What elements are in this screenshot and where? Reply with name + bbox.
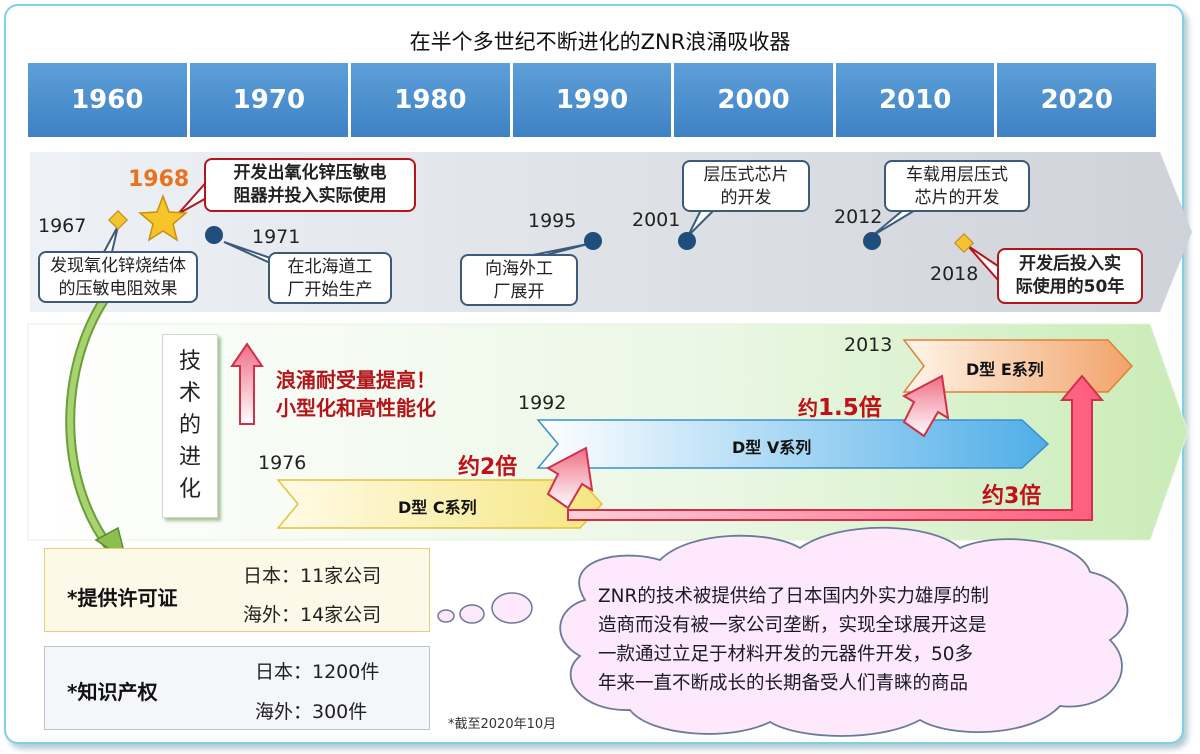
factor-3x: 约3倍 <box>982 484 1042 509</box>
dot-1971 <box>205 226 223 244</box>
date-note: *截至2020年10月 <box>448 717 557 732</box>
headline-up-arrow <box>230 342 264 425</box>
evolution-headline: 浪涌耐受量提高！ 小型化和高性能化 <box>276 368 436 420</box>
up-arrow-2x <box>545 446 594 510</box>
year-1971: 1971 <box>252 226 301 248</box>
callout-2012: 车载用层压式 芯片的开发 <box>884 160 1030 212</box>
ip-label: *知识产权 <box>67 680 158 704</box>
factor-1-5x: 约1.5倍 <box>798 395 882 421</box>
decade-1980: 1980 <box>351 63 510 137</box>
ip-japan: 日本：1200件 <box>255 661 380 683</box>
ip-box: *知识产权 日本：1200件 海外：300件 <box>44 646 430 730</box>
callout-2001: 层压式芯片 的开发 <box>682 160 810 212</box>
up-arrow-3x <box>567 374 1105 521</box>
decade-header: 1960 1970 1980 1990 2000 2010 2020 <box>28 63 1157 137</box>
callout-1995: 向海外工 厂展开 <box>460 254 578 306</box>
thought-bubble-large <box>491 592 533 624</box>
callout-1968: 开发出氧化锌压敏电 阻器并投入实际使用 <box>204 158 416 212</box>
decade-1960: 1960 <box>28 63 187 137</box>
series-e-label: D型 E系列 <box>966 360 1044 379</box>
star-icon <box>138 193 188 242</box>
decade-2010: 2010 <box>835 63 995 137</box>
decade-2000: 2000 <box>674 63 833 137</box>
dot-2001 <box>678 232 696 250</box>
callout-2018: 开发后投入实 际使用的50年 <box>997 248 1143 304</box>
year-1976: 1976 <box>258 452 307 474</box>
year-1967: 1967 <box>38 215 87 237</box>
dot-2012 <box>863 232 881 250</box>
decade-1990: 1990 <box>512 63 672 137</box>
tech-evolution-label: 技 术 的 进 化 <box>162 334 218 518</box>
license-label: *提供许可证 <box>67 586 178 610</box>
license-japan: 日本：11家公司 <box>243 565 382 587</box>
callout-1967: 发现氧化锌烧结体 的压敏电阻效果 <box>38 251 198 303</box>
thought-bubble-small <box>437 609 455 623</box>
decade-2020: 2020 <box>997 63 1157 137</box>
year-1968: 1968 <box>128 167 190 192</box>
year-2013: 2013 <box>844 334 893 356</box>
up-arrow-1-5x <box>901 374 950 438</box>
license-overseas: 海外：14家公司 <box>243 604 382 626</box>
cloud-text: ZNR的技术被提供给了日本国内外实力雄厚的制 造商而没有被一家公司垄断，实现全球… <box>598 586 989 694</box>
year-1992: 1992 <box>518 392 567 414</box>
year-2012: 2012 <box>834 206 883 228</box>
decade-1970: 1970 <box>189 63 349 137</box>
thought-bubble-medium <box>459 604 485 624</box>
series-v-label: D型 V系列 <box>732 438 812 457</box>
thought-cloud <box>559 526 1129 737</box>
callout-1971: 在北海道工 厂开始生产 <box>268 252 392 304</box>
license-box: *提供许可证 日本：11家公司 海外：14家公司 <box>44 548 430 632</box>
year-2018: 2018 <box>930 263 979 285</box>
ip-overseas: 海外：300件 <box>255 701 368 723</box>
diagram-title: 在半个多世纪不断进化的ZNR浪涌吸收器 <box>409 30 791 54</box>
year-2001: 2001 <box>632 209 681 231</box>
dot-1995 <box>584 232 602 250</box>
series-c-label: D型 C系列 <box>398 498 477 517</box>
year-1995: 1995 <box>528 210 577 232</box>
series-e-arrow <box>902 339 1134 393</box>
factor-2x: 约2倍 <box>458 455 518 480</box>
